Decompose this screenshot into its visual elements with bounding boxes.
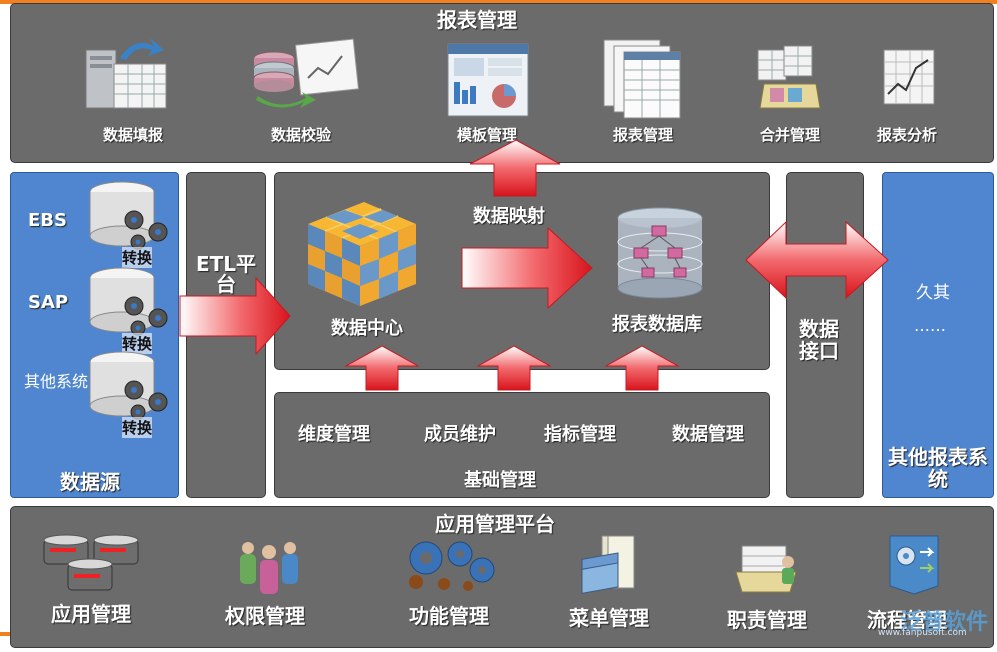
data-center-label: 数据中心 (331, 318, 403, 339)
source-label-sap: SAP (28, 292, 69, 313)
report-item-label: 报表分析 (876, 126, 937, 144)
source-label-other: 其他系统 (24, 372, 89, 391)
basic-item-label: 成员维护 (424, 424, 496, 445)
basic-item-label: 数据管理 (672, 424, 744, 445)
app-item-label: 应用管理 (51, 602, 131, 626)
data-interface-title: 数据接口 (799, 317, 839, 363)
merge-management-icon (754, 44, 826, 114)
source-label-ebs: EBS (28, 210, 67, 231)
other-system-item: 久其 (916, 283, 950, 303)
basic-up-arrow (476, 345, 552, 391)
app-item-label: 流程管理 (867, 608, 947, 632)
database-gear-icon (88, 180, 174, 256)
report-item-label: 数据校验 (270, 126, 331, 144)
basic-up-arrow (604, 345, 680, 391)
data-source-title: 数据源 (60, 470, 120, 494)
database-gear-icon (88, 350, 174, 426)
basic-item-label: 维度管理 (298, 424, 370, 445)
data-mapping-label: 数据映射 (473, 206, 545, 227)
process-management-icon (884, 532, 944, 596)
function-management-icon (404, 536, 498, 592)
data-check-icon (250, 38, 360, 112)
convert-label: 转换 (122, 333, 153, 354)
report-item-label: 数据填报 (102, 126, 163, 144)
application-platform-title: 应用管理平台 (435, 512, 555, 536)
up-to-template-arrow (469, 139, 561, 197)
application-management-icon (40, 534, 144, 596)
report-analysis-icon (880, 46, 938, 108)
report-database-label: 报表数据库 (612, 314, 702, 335)
menu-management-icon (578, 534, 644, 600)
watermark-url: www.fanpusoft.com (878, 628, 967, 638)
etl-to-center-arrow (179, 276, 291, 356)
permission-management-icon (236, 540, 302, 596)
convert-label: 转换 (122, 417, 153, 438)
report-item-label: 报表管理 (612, 126, 673, 144)
report-management-icon (602, 38, 688, 120)
other-system-ellipsis: …… (914, 316, 946, 335)
basic-up-arrow (344, 345, 420, 391)
basic-item-label: 指标管理 (544, 424, 616, 445)
report-management-title: 报表管理 (437, 8, 517, 32)
template-management-icon (446, 42, 532, 120)
report-item-label: 合并管理 (759, 126, 820, 144)
data-cube-icon (302, 198, 422, 310)
report-database-icon (612, 204, 708, 304)
app-item-label: 权限管理 (225, 604, 305, 628)
other-report-systems-panel (882, 172, 994, 498)
watermark-logo: 泛普软件 (900, 610, 989, 635)
convert-label: 转换 (122, 247, 153, 268)
app-item-label: 职责管理 (727, 608, 807, 632)
app-item-label: 菜单管理 (569, 606, 649, 630)
other-report-systems-title: 其他报表系统 (888, 445, 988, 491)
etl-platform-title: ETL平台 (195, 252, 257, 296)
database-gear-icon (88, 266, 174, 342)
report-item-label: 模板管理 (456, 126, 517, 144)
basic-management-panel (274, 392, 770, 498)
top-accent-line (0, 0, 997, 4)
application-platform-panel (10, 506, 994, 648)
basic-management-title: 基础管理 (464, 470, 536, 491)
bottom-accent-line (0, 632, 12, 636)
duty-management-icon (732, 544, 802, 596)
data-fill-icon (84, 36, 170, 112)
app-item-label: 功能管理 (409, 604, 489, 628)
mapping-arrow (461, 226, 593, 310)
interface-bidirectional-arrow (745, 220, 889, 300)
